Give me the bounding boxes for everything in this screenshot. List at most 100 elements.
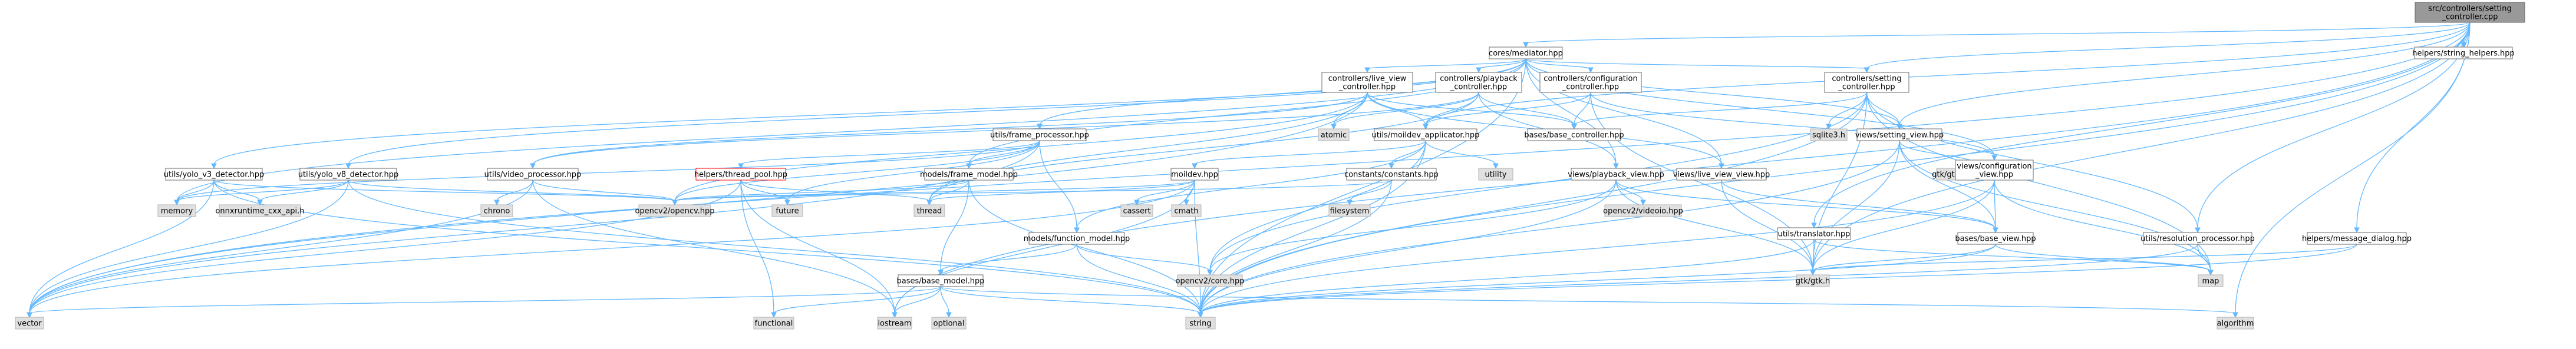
node-ctrl_config[interactable]: controllers/configuration_controller.hpp — [1539, 72, 1642, 93]
node-label-views_playback-0: views/playback_view.hpp — [1568, 171, 1664, 180]
node-label-ctrl_setting-1: _controller.hpp — [1838, 83, 1895, 92]
node-label-root-1: _controller.cpp — [2441, 13, 2498, 22]
edge-helpers_thread-to-functional — [740, 180, 774, 314]
node-box-utils_resolution — [2143, 232, 2252, 245]
edge-models_frame-to-string — [968, 180, 1201, 314]
edge-helpers_msg-to-string — [1200, 244, 2357, 314]
edge-views_playback-to-opencv_core — [1209, 180, 1617, 272]
edge-utils_yolo8-to-memory — [176, 180, 349, 202]
node-map: map — [2198, 274, 2224, 287]
arrowhead-root-to-utils_translator — [1811, 222, 1817, 229]
edge-ctrl_setting-to-sqlite3 — [1828, 92, 1868, 126]
arrowhead-ctrl_playback-to-utils_video — [530, 163, 536, 169]
edge-moildev-to-vector — [29, 180, 1195, 314]
node-utils_yolo3[interactable]: utils/yolo_v3_detector.hpp — [164, 168, 264, 181]
node-moildev[interactable]: moildev.hpp — [1170, 168, 1219, 181]
node-label-helpers_string-0: helpers/string_helpers.hpp — [2412, 49, 2515, 58]
node-box-utility — [1478, 168, 1513, 181]
edge-utils_yolo3-to-onnx — [213, 180, 260, 202]
edge-root-to-utils_app — [1425, 22, 2471, 126]
node-views_live[interactable]: views/live_view_view.hpp — [1673, 168, 1770, 181]
edge-views_config-to-bases_base_view — [1994, 180, 1996, 230]
node-utils_resolution[interactable]: utils/resolution_processor.hpp — [2140, 232, 2255, 245]
node-root[interactable]: src/controllers/setting_controller.cpp — [2415, 2, 2525, 23]
node-box-views_setting — [1856, 128, 1942, 141]
node-box-utils_video — [487, 168, 579, 181]
node-functional: functional — [753, 317, 794, 330]
node-utils_yolo8[interactable]: utils/yolo_v8_detector.hpp — [298, 168, 398, 181]
node-box-cores_mediator — [1489, 46, 1563, 59]
node-helpers_thread[interactable]: helpers/thread_pool.hpp — [694, 168, 787, 181]
edge-root-to-utils_translator — [1813, 22, 2471, 225]
node-label-models_function-0: models/function_model.hpp — [1024, 235, 1130, 244]
node-label-ctrl_live-1: _controller.hpp — [1338, 83, 1396, 92]
edge-bases_base_model-to-vector — [29, 286, 941, 314]
edge-utils_yolo8-to-onnx — [259, 180, 349, 202]
node-label-opencv-0: opencv2/opencv.hpp — [635, 207, 714, 216]
node-label-iostream-0: iostream — [878, 320, 911, 328]
node-label-atomic-0: atomic — [1321, 131, 1347, 140]
node-label-views_setting-0: views/setting_view.hpp — [1855, 131, 1944, 140]
node-bases_base_model[interactable]: bases/base_model.hpp — [897, 274, 985, 287]
node-layer: src/controllers/setting_controller.cppco… — [15, 2, 2525, 330]
node-box-utils_translator — [1777, 227, 1851, 240]
edge-helpers_msg-to-gtk — [1812, 244, 2357, 272]
node-label-helpers_thread-0: helpers/thread_pool.hpp — [694, 171, 787, 180]
edge-helpers_thread-to-thread — [740, 180, 930, 202]
node-views_setting[interactable]: views/setting_view.hpp — [1855, 128, 1944, 141]
node-label-opencv_core-0: opencv2/core.hpp — [1176, 277, 1245, 286]
node-helpers_msg[interactable]: helpers/message_dialog.hpp — [2302, 232, 2412, 245]
edge-cores_mediator-to-ctrl_config — [1525, 58, 1591, 69]
node-ctrl_setting[interactable]: controllers/setting_controller.hpp — [1824, 72, 1909, 93]
node-bases_base_ctrl[interactable]: bases/base_controller.hpp — [1524, 128, 1624, 141]
node-utils_translator[interactable]: utils/translator.hpp — [1777, 227, 1851, 240]
node-label-ctrl_playback-0: controllers/playback — [1440, 75, 1518, 84]
edge-utils_frame_proc-to-models_frame — [968, 140, 1040, 165]
node-utility: utility — [1478, 168, 1513, 181]
node-cores_mediator[interactable]: cores/mediator.hpp — [1489, 46, 1563, 59]
node-models_frame[interactable]: models/frame_model.hpp — [920, 168, 1018, 181]
edge-root-to-views_setting — [1899, 22, 2471, 126]
node-box-helpers_msg — [2307, 232, 2407, 245]
node-label-sqlite3-0: sqlite3.h — [1812, 131, 1845, 140]
node-utils_app[interactable]: utils/moildev_applicator.hpp — [1372, 128, 1480, 141]
node-box-bases_base_view — [1957, 232, 2034, 245]
node-ctrl_playback[interactable]: controllers/playback_controller.hpp — [1435, 72, 1522, 93]
node-opencv: opencv2/opencv.hpp — [635, 204, 715, 217]
arrowhead-moildev-to-thread — [926, 200, 932, 206]
node-label-functional-0: functional — [755, 320, 793, 328]
node-ctrl_live[interactable]: controllers/live_view_controller.hpp — [1321, 72, 1413, 93]
arrowhead-moildev-to-cmath — [1183, 200, 1189, 206]
node-box-iostream — [877, 317, 912, 330]
node-label-moildev-0: moildev.hpp — [1171, 171, 1218, 180]
arrowhead-cores_mediator-to-utils_yolo8 — [345, 163, 351, 169]
node-box-ctrl_live — [1321, 72, 1413, 93]
node-memory: memory — [157, 204, 196, 217]
node-helpers_string[interactable]: helpers/string_helpers.hpp — [2412, 46, 2515, 59]
node-box-sqlite3 — [1810, 128, 1848, 141]
node-utils_frame_proc[interactable]: utils/frame_processor.hpp — [990, 128, 1089, 141]
node-models_function[interactable]: models/function_model.hpp — [1024, 232, 1130, 245]
edge-utils_app-to-opencv_core — [1209, 140, 1426, 272]
edge-ctrl_live-to-bases_base_ctrl — [1367, 92, 1575, 126]
edge-moildev-to-thread — [929, 180, 1195, 202]
edge-root-to-ctrl_setting — [1866, 22, 2471, 69]
edge-views_config-to-gtk — [1812, 180, 1995, 272]
edge-ctrl_setting-to-views_setting — [1866, 92, 1900, 126]
node-constants[interactable]: constants/constants.hpp — [1344, 168, 1439, 181]
node-utils_video[interactable]: utils/video_processor.hpp — [484, 168, 582, 181]
arrowhead-utils_app-to-utility — [1493, 163, 1499, 169]
node-bases_base_view[interactable]: bases/base_view.hpp — [1955, 232, 2036, 245]
node-box-gtk — [1796, 274, 1830, 287]
edge-utils_video-to-iostream — [532, 180, 895, 314]
node-views_playback[interactable]: views/playback_view.hpp — [1568, 168, 1664, 181]
node-opencv_core: opencv2/core.hpp — [1176, 274, 1245, 287]
edge-ctrl_config-to-bases_base_ctrl — [1574, 92, 1591, 126]
arrowhead-root-to-helpers_string — [2460, 42, 2466, 48]
edge-root-to-algorithm — [2235, 22, 2471, 314]
edge-cores_mediator-to-ctrl_setting — [1525, 58, 1868, 69]
arrowhead-cores_mediator-to-ctrl_playback — [1476, 67, 1482, 74]
node-label-chrono-0: chrono — [484, 207, 510, 216]
edge-views_playback-to-gtk — [1615, 180, 1813, 272]
node-views_config[interactable]: views/configuration_view.hpp — [1955, 159, 2034, 181]
